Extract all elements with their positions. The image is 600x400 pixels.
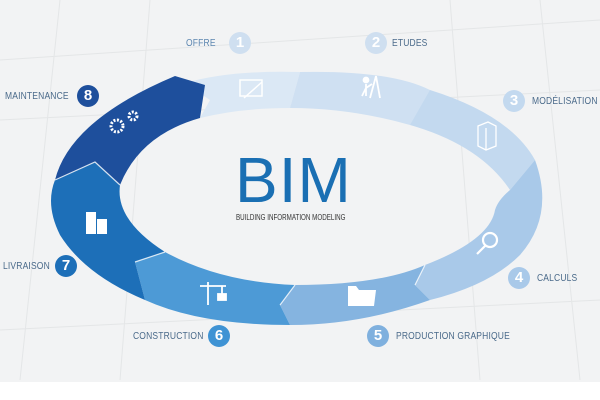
page-subtitle: BUILDING INFORMATION MODELING — [236, 213, 346, 222]
step-number-6: 6 — [208, 325, 230, 347]
magnifier-icon — [476, 231, 499, 255]
segment-livraison — [51, 162, 165, 300]
step-label-livraison: LIVRAISON — [3, 261, 50, 272]
step-number-3: 3 — [503, 90, 525, 112]
buildings-icon — [86, 212, 107, 234]
step-number-4: 4 — [508, 267, 530, 289]
step-number-8: 8 — [77, 85, 99, 107]
step-label-calculs: CALCULS — [537, 273, 578, 284]
step-label-etudes: ETUDES — [392, 38, 428, 49]
gears-icon — [109, 110, 139, 134]
segment-maintenance — [55, 76, 205, 185]
step-number-7: 7 — [55, 255, 77, 277]
crane-icon — [200, 282, 227, 305]
surveyor-icon — [361, 75, 381, 99]
segment-etudes — [290, 71, 440, 125]
step-label-offre: OFFRE — [186, 38, 216, 49]
segment-modelisation — [410, 90, 535, 190]
segment-offre — [185, 71, 300, 118]
drawing-tablet-icon — [239, 79, 263, 99]
step-label-construction: CONSTRUCTION — [133, 331, 204, 342]
step-label-modelisation: MODÉLISATION — [532, 96, 598, 107]
segment-construction — [135, 252, 295, 325]
3d-model-icon — [477, 121, 497, 151]
step-label-production-graphique: PRODUCTION GRAPHIQUE — [396, 331, 510, 342]
step-label-maintenance: MAINTENANCE — [5, 91, 69, 102]
page-title: BIM — [235, 144, 352, 216]
step-number-2: 2 — [365, 32, 387, 54]
step-number-1: 1 — [229, 32, 251, 54]
step-number-5: 5 — [367, 325, 389, 347]
folder-icon — [348, 286, 376, 306]
segment-calculs — [415, 160, 543, 300]
